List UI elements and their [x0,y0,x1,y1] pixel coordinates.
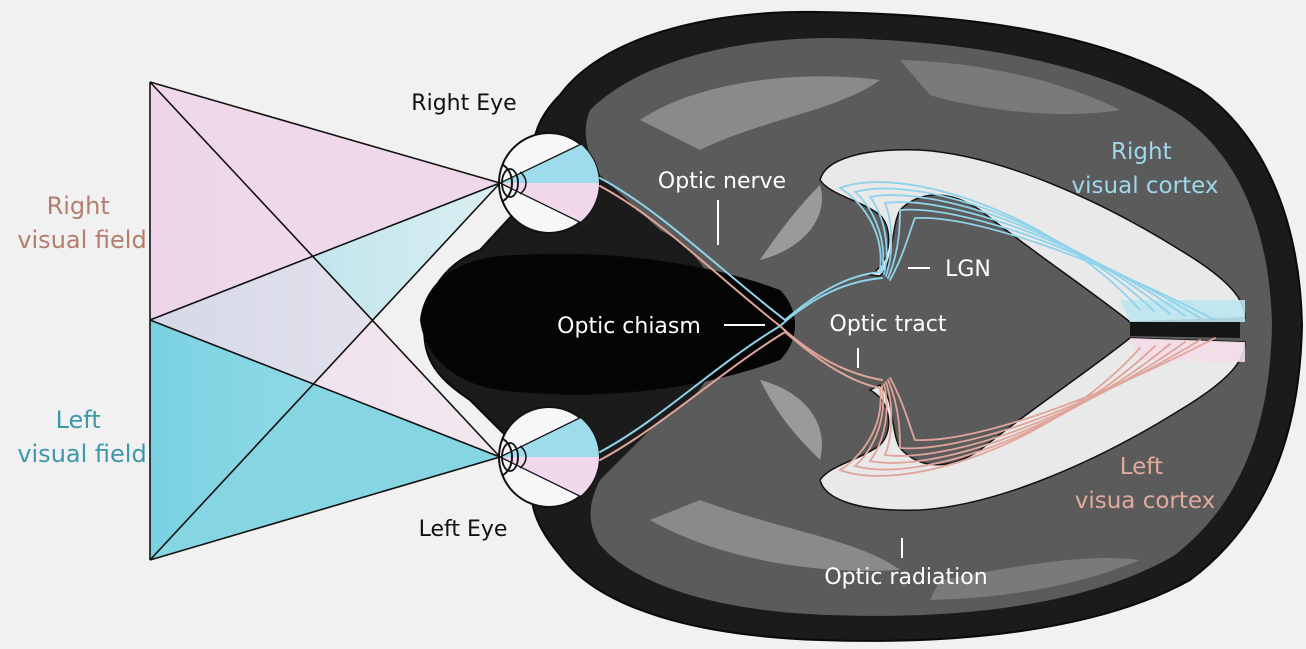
left-eye [499,407,600,507]
left-visual-field-line2: visual field [17,440,146,468]
right-visual-cortex-line2: visual cortex [1072,173,1219,199]
right-visual-field-label: Right visual field [17,192,146,254]
right-visual-field-line2: visual field [17,226,146,254]
left-visual-cortex-line2: visua cortex [1075,488,1216,514]
left-visual-cortex-line1: Left [1120,454,1163,480]
left-eye-label: Left Eye [419,517,508,542]
optic-radiation-label: Optic radiation [824,565,987,590]
optic-chiasm-label: Optic chiasm [557,314,701,339]
right-eye-label: Right Eye [411,91,516,116]
left-cortex-pink-band [1130,338,1245,362]
optic-nerve-label: Optic nerve [658,169,786,194]
right-visual-field-line1: Right [47,192,110,220]
right-eye [499,133,600,233]
lgn-label: LGN [945,257,991,282]
left-visual-field-label: Left visual field [17,406,146,468]
left-visual-field-line1: Left [56,406,101,434]
right-visual-cortex-line1: Right [1111,139,1172,165]
optic-tract-label: Optic tract [830,312,947,337]
